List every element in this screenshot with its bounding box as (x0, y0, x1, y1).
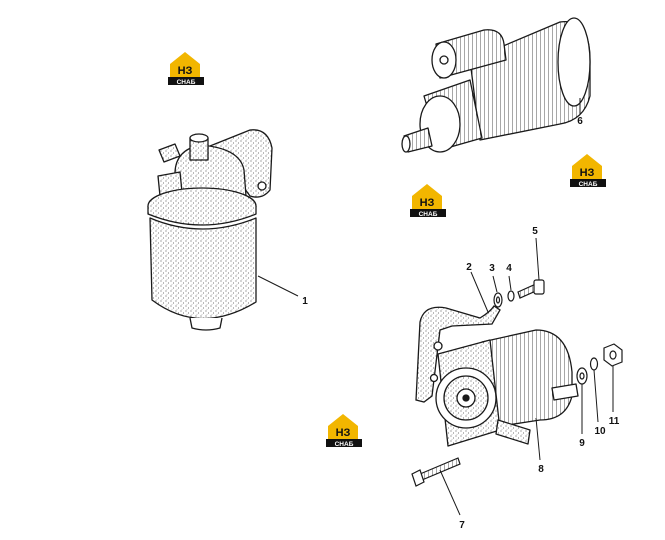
brand-logo: НЗ СНАБ (326, 414, 362, 448)
callout-label: 4 (506, 263, 512, 274)
callout-4: 4 (506, 263, 512, 291)
brand-logo: НЗ СНАБ (168, 52, 204, 86)
brand-logo: НЗ СНАБ (570, 154, 606, 188)
fuel-filter-drawing (147, 129, 273, 331)
logo-mark: НЗ (420, 197, 435, 209)
washer-9-drawing (576, 367, 588, 385)
nut-11-drawing (603, 343, 623, 367)
callout-label: 9 (579, 438, 585, 449)
callout-3: 3 (489, 263, 498, 293)
callout-11: 11 (609, 366, 620, 427)
callout-1: 1 (257, 275, 308, 307)
callout-8: 8 (535, 417, 544, 475)
callout-6: 6 (577, 98, 583, 127)
brand-logo: НЗ СНАБ (410, 184, 446, 218)
logo-text: СНАБ (335, 441, 354, 448)
starter-motor-drawing (401, 17, 591, 153)
alternator-bracket (415, 305, 501, 403)
callout-label: 5 (532, 226, 538, 237)
callout-10: 10 (593, 369, 606, 437)
callout-label: 10 (594, 426, 606, 437)
callout-label: 1 (302, 296, 308, 307)
logo-text: СНАБ (177, 79, 196, 86)
lock-washer-10-drawing (589, 357, 599, 371)
callout-label: 8 (538, 464, 544, 475)
logo-text: СНАБ (579, 181, 598, 188)
callout-7: 7 (439, 469, 465, 531)
callout-5: 5 (532, 226, 540, 281)
long-bolt-drawing (411, 457, 461, 487)
callout-label: 11 (609, 416, 620, 427)
bolt-5-drawing (517, 279, 545, 299)
callout-label: 3 (489, 263, 495, 274)
callout-label: 7 (459, 520, 465, 531)
callout-label: 2 (466, 262, 472, 273)
alternator-drawing (435, 329, 579, 447)
callout-2: 2 (466, 262, 489, 313)
washer-3-drawing (493, 292, 503, 308)
washer-4-drawing (507, 290, 515, 302)
logo-text: СНАБ (419, 211, 438, 218)
logo-mark: НЗ (580, 167, 595, 179)
logo-mark: НЗ (336, 427, 351, 439)
callout-9: 9 (579, 384, 585, 449)
logo-mark: НЗ (178, 65, 193, 77)
callout-label: 6 (577, 116, 583, 127)
